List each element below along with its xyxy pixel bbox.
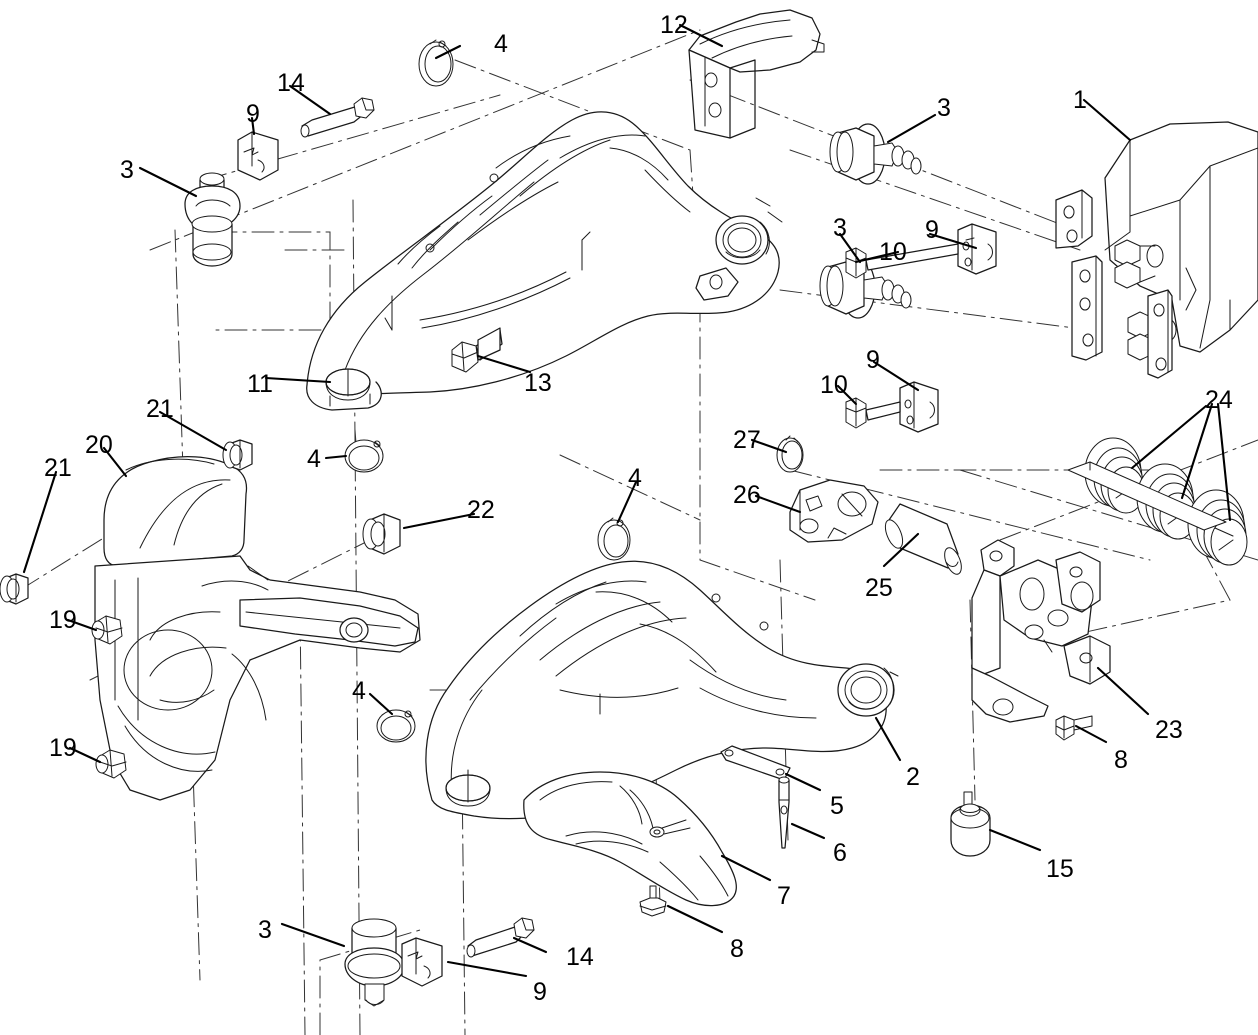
callout-4-a: 4 [494,30,508,58]
part-27-snap-ring [776,435,804,473]
callout-20: 20 [85,431,113,459]
part-4-retaining-ring-lower [376,709,416,743]
part-1-carrier-housing [1055,121,1258,379]
part-8-flange-screw-shield [639,885,667,917]
part-24-coil-springs [1067,437,1248,566]
callout-14-a: 14 [277,69,305,97]
callout-19-b: 19 [49,734,77,762]
part-9-clip-upper-right [957,223,997,275]
callout-3-a: 3 [120,156,134,184]
part-19-flange-nut-lower [95,749,127,779]
callout-4-c: 4 [628,464,642,492]
part-22-bushing-right [362,513,401,555]
part-23-mounting-bracket [971,539,1111,723]
part-9-clip-lower-right [899,381,939,433]
callout-3-d: 3 [258,916,272,944]
part-9-clip-lower-left [401,937,443,987]
callout-14-b: 14 [566,943,594,971]
part-11-upper-control-arm [306,111,783,411]
callout-9-b: 9 [925,216,939,244]
callout-25: 25 [865,574,893,602]
callout-5: 5 [830,792,844,820]
part-2-lower-control-arm [425,560,899,820]
callout-10-b: 10 [820,371,848,399]
callout-9-a: 9 [246,100,260,128]
part-3-ball-joint-upper-left [184,172,241,267]
callout-1: 1 [1073,86,1087,114]
part-8-flange-screw-bracket [1055,715,1093,741]
callout-8-b: 8 [1114,746,1128,774]
part-20-steering-knuckle [94,456,421,801]
callout-13: 13 [524,369,552,397]
part-10-flange-bolt-lower [845,397,901,429]
carrier-bolts [1114,239,1164,289]
leader-lines [22,23,1232,978]
part-21-bushing-left [0,573,29,605]
callout-9-c: 9 [866,346,880,374]
callout-11: 11 [247,370,273,398]
part-15-rubber-bumper [950,791,991,857]
callout-3-b: 3 [937,94,951,122]
callout-3-c: 3 [833,214,847,242]
part-3-ball-joint-lower-left [344,918,405,1007]
spring-3 [1187,489,1248,566]
callout-2: 2 [906,763,920,791]
part-6-clevis-pin [778,776,790,849]
part-14-hex-bolt-upper [300,97,375,138]
part-25-pivot-tube [884,503,962,575]
callout-9-d: 9 [533,978,547,1006]
callout-7: 7 [777,882,791,910]
part-13-flange-bolt [451,327,503,373]
part-21-bushing-upper [222,439,253,471]
part-7-splash-shield [523,771,737,907]
callout-12: 12 [660,11,688,39]
callout-26: 26 [733,481,761,509]
callout-22: 22 [467,496,495,524]
callout-21-a: 21 [146,395,174,423]
part-19-flange-nut-upper [91,615,123,645]
callout-27: 27 [733,426,761,454]
part-14-hex-bolt-lower [466,917,535,958]
callout-21-b: 21 [44,454,72,482]
part-10-flange-bolt-upper [845,243,959,279]
part-4-retaining-ring-top [418,39,454,87]
callout-23: 23 [1155,716,1183,744]
part-26-pivot-plate [789,479,879,543]
callout-4-b: 4 [307,445,321,473]
callout-8-a: 8 [730,935,744,963]
part-4-retaining-ring-mid-right [597,517,631,561]
part-12-bump-stop-bracket [688,9,825,139]
part-3-bushing-upper [829,123,922,185]
part-9-clip-upper-left [237,131,279,181]
callout-4-d: 4 [352,677,366,705]
callout-15: 15 [1046,855,1074,883]
callout-6: 6 [833,839,847,867]
callout-10-a: 10 [879,238,907,266]
part-4-retaining-ring-mid-left [344,439,384,473]
part-3-bushing-lower [819,257,912,319]
part-5-link-plate [720,745,791,781]
callout-24: 24 [1205,386,1233,414]
callout-19-a: 19 [49,606,77,634]
